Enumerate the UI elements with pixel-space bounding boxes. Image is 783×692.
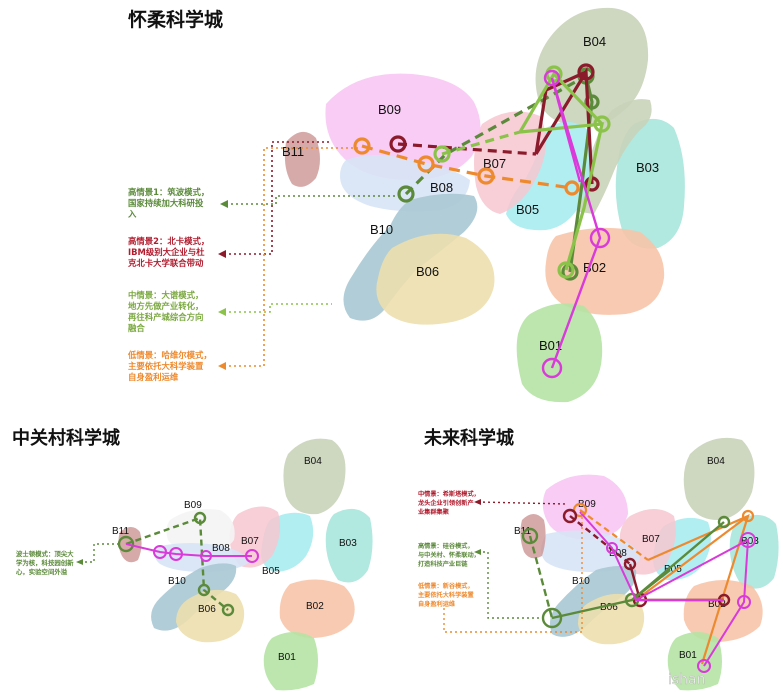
path-low bbox=[353, 137, 580, 196]
label-b09: B09 bbox=[378, 102, 401, 117]
zone-b06 bbox=[376, 233, 495, 325]
label-b04: B04 bbox=[583, 34, 606, 49]
note-low: 低情景：哈维尔模式， 主要依托大科学装置 自身盈利运维 bbox=[127, 350, 215, 382]
wl-zone-b04 bbox=[683, 437, 755, 520]
huairou-title: 怀柔科学城 bbox=[128, 8, 223, 31]
zgc-title: 中关村科学城 bbox=[12, 427, 120, 449]
wl-leaders bbox=[443, 501, 583, 633]
huairou-panel: 怀柔科学城 B04 B03 B09 B11 B07 B08 B05 B10 B0… bbox=[127, 7, 685, 403]
zone-b11 bbox=[284, 131, 320, 187]
wl-label-b02: B02 bbox=[708, 599, 726, 610]
zgc-label-b03: B03 bbox=[339, 538, 357, 549]
zgc-leader bbox=[80, 543, 118, 563]
watermark: ishan bbox=[668, 672, 706, 688]
zgc-zone-b07 bbox=[229, 506, 280, 568]
leader-arrows bbox=[218, 200, 228, 370]
wl-path-darkgreen bbox=[521, 515, 731, 629]
note-high1: 高情景1：筑波模式， 国家持续加大科研投 入 bbox=[127, 187, 212, 219]
wl-label-b10: B10 bbox=[572, 576, 590, 587]
note-mid: 中情景：大谱模式， 地方先做产业转化， 再往科产城综合方向 融合 bbox=[128, 290, 206, 333]
wl-label-b01: B01 bbox=[679, 650, 697, 661]
zgc-label-b04: B04 bbox=[304, 456, 322, 467]
zgc-path-magenta bbox=[125, 543, 259, 563]
note-high2: 高情景2：北卡模式， IBM级别大企业与杜 克北卡大学联合带动 bbox=[128, 236, 212, 268]
label-b11: B11 bbox=[282, 144, 304, 159]
zgc-zone-b03 bbox=[325, 508, 373, 583]
zgc-label-b06: B06 bbox=[198, 604, 216, 615]
zone-b02 bbox=[545, 227, 665, 315]
zgc-zone-b01 bbox=[263, 632, 318, 691]
wl-zone-b08 bbox=[541, 530, 640, 572]
zhongguancun-panel: 中关村科学城 B04 B09 B11 B07 B03 B08 B05 B10 B… bbox=[12, 427, 373, 691]
zgc-label-b05: B05 bbox=[262, 566, 280, 577]
path-magenta bbox=[541, 69, 611, 379]
wl-path-orange bbox=[572, 502, 755, 665]
zgc-label-b02: B02 bbox=[306, 601, 324, 612]
wl-label-b11: B11 bbox=[514, 526, 531, 537]
zgc-label-b11: B11 bbox=[112, 526, 129, 537]
zgc-zone-b02 bbox=[279, 579, 355, 638]
wl-note-high: 高情景：硅谷模式， 与中关村、怀柔联动， 打造科技产业巨链 bbox=[418, 542, 482, 568]
zgc-label-b07: B07 bbox=[241, 536, 259, 547]
label-b07: B07 bbox=[483, 156, 506, 171]
wl-path-magenta bbox=[579, 511, 756, 673]
zgc-zone-b04 bbox=[283, 438, 346, 515]
zgc-zone-b06 bbox=[176, 589, 245, 643]
leaders-huairou bbox=[224, 141, 402, 367]
wl-label-b07: B07 bbox=[642, 534, 660, 545]
wl-zone-b11 bbox=[520, 514, 546, 559]
zone-b07 bbox=[474, 111, 546, 214]
label-b03: B03 bbox=[636, 160, 659, 175]
wl-label-b09: B09 bbox=[578, 499, 596, 510]
zgc-label-b01: B01 bbox=[278, 652, 296, 663]
wl-note-mid: 中情景：希斯塔模式， 龙头企业引领创新产 业集群集聚 bbox=[417, 490, 482, 516]
wl-label-b06: B06 bbox=[600, 602, 618, 613]
label-b08: B08 bbox=[430, 180, 453, 195]
wl-label-b04: B04 bbox=[707, 456, 725, 467]
zone-b03 bbox=[615, 118, 685, 249]
zgc-label-b10: B10 bbox=[168, 576, 186, 587]
label-b05: B05 bbox=[516, 202, 539, 217]
zgc-label-b08: B08 bbox=[212, 543, 230, 554]
zone-b01 bbox=[516, 303, 603, 403]
zgc-note-boston: 波士顿模式：顶尖大 学为核，科技园创新 心，实验空间外溢 bbox=[16, 549, 76, 576]
wl-note-low: 低情景：新谷模式， 主要依托大科学装置 自身盈利运维 bbox=[417, 582, 476, 608]
wl-label-b05: B05 bbox=[664, 564, 682, 575]
zgc-label-b09: B09 bbox=[184, 500, 202, 511]
label-b06: B06 bbox=[416, 264, 439, 279]
wl-label-b03: B03 bbox=[741, 536, 759, 547]
label-b01: B01 bbox=[539, 338, 562, 353]
path-mid bbox=[433, 65, 611, 279]
weilai-panel: 未来科学城 B04 B09 B11 B07 B03 B08 B05 B10 B0… bbox=[417, 427, 779, 691]
wl-zone-b06 bbox=[578, 593, 645, 645]
label-b10: B10 bbox=[370, 222, 393, 237]
weilai-title: 未来科学城 bbox=[424, 427, 514, 449]
